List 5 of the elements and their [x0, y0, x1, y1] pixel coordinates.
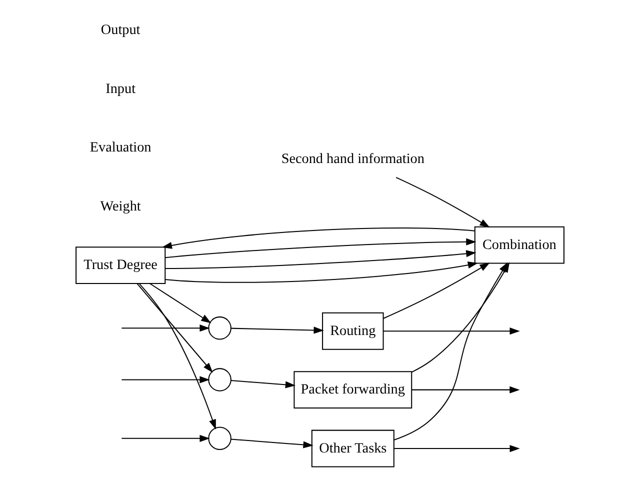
label: Weight — [100, 198, 140, 214]
label: Output — [100, 22, 140, 38]
node-text: Second hand information — [280, 150, 424, 167]
label: Input — [105, 80, 136, 97]
label: Evaluation — [89, 140, 151, 156]
